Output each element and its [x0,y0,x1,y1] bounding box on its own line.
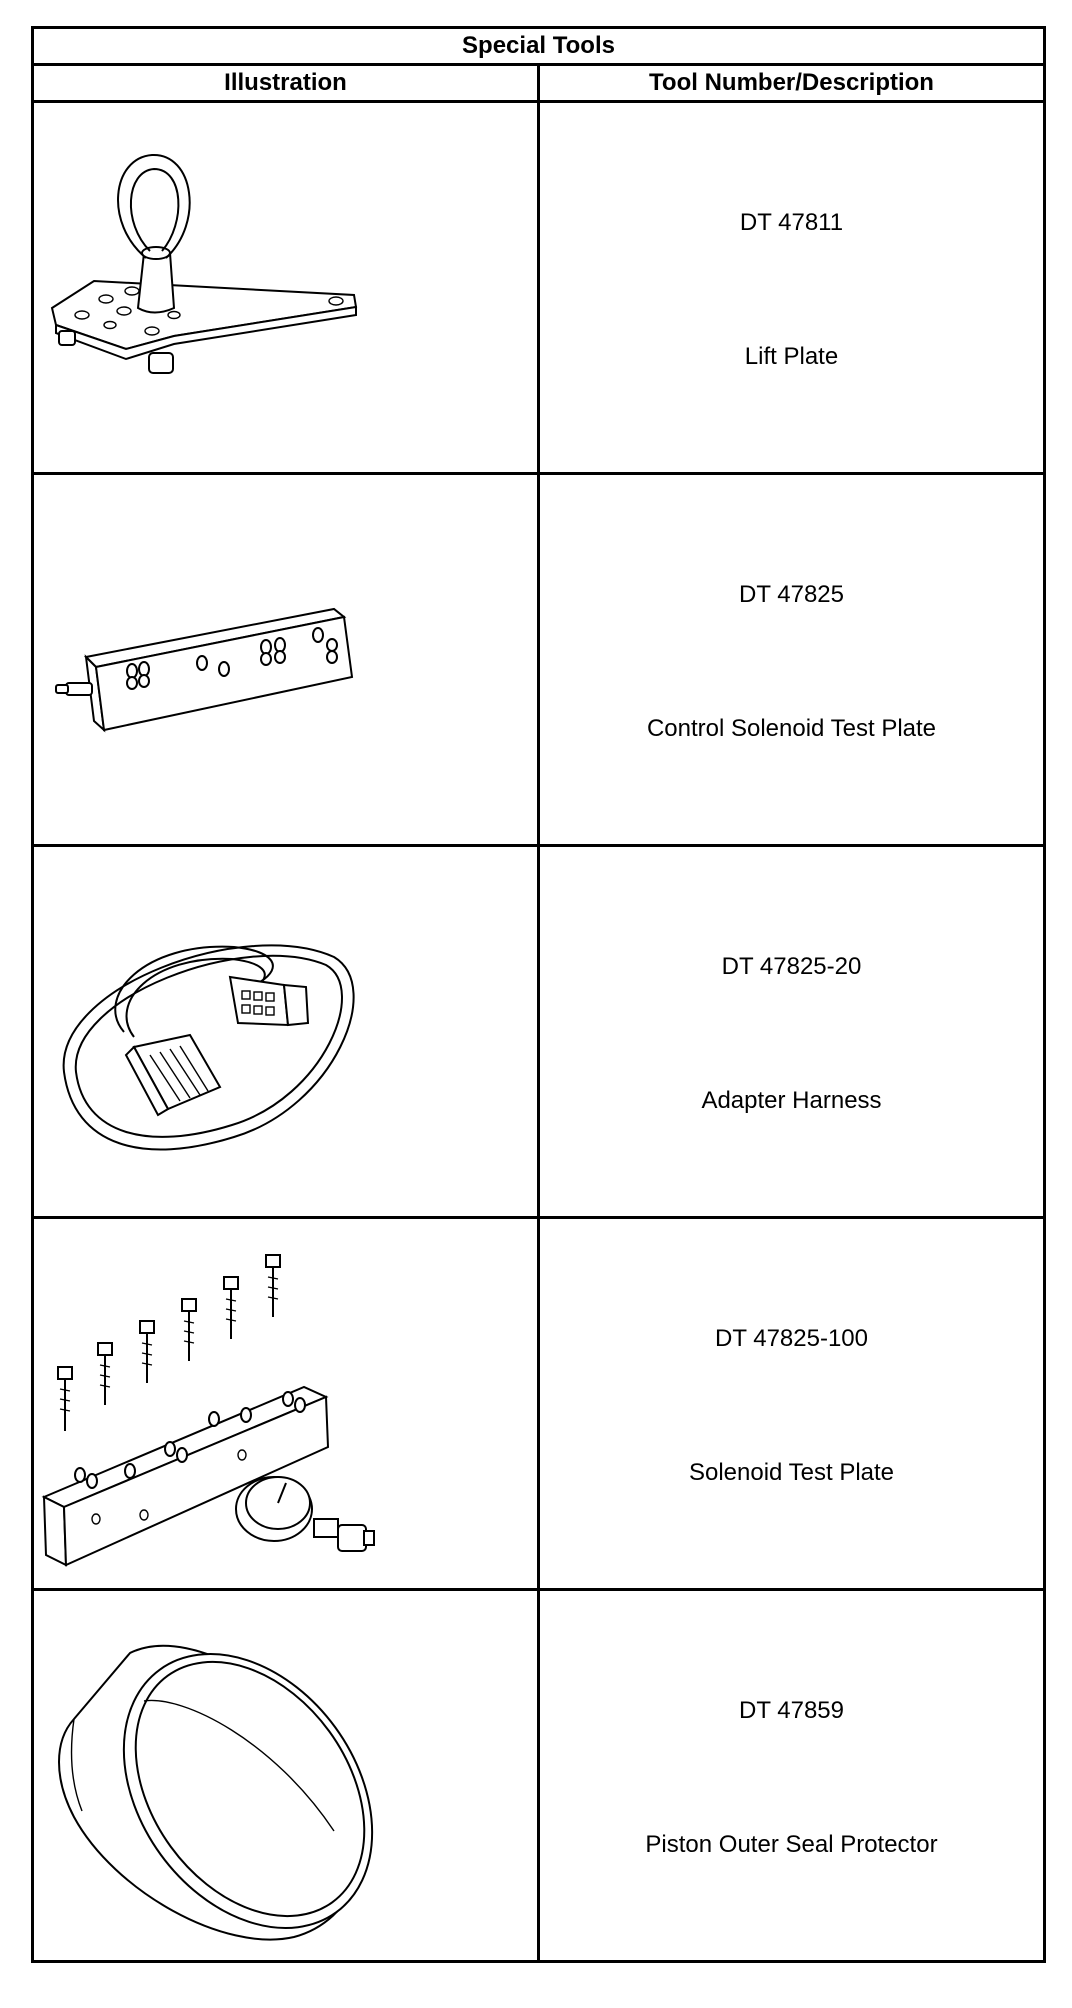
table-row: DT 47825-100 Solenoid Test Plate [31,1216,1046,1591]
tool-description: Lift Plate [744,343,839,370]
table-row: DT 47811 Lift Plate [31,100,1046,475]
description-cell: DT 47811 Lift Plate [537,100,1046,475]
tool-description: Solenoid Test Plate [688,1459,895,1486]
special-tools-table: Special Tools Illustration Tool Number/D… [31,26,1046,1963]
lift-plate-icon [50,153,358,374]
illustration-cell [31,100,540,475]
tool-number: DT 47859 [739,1697,844,1724]
description-cell: DT 47825 Control Solenoid Test Plate [537,472,1046,847]
tool-number: DT 47825-20 [721,953,862,980]
tool-description: Piston Outer Seal Protector [645,1831,938,1858]
illustration-cell [31,472,540,847]
tool-number: DT 47825-100 [715,1325,868,1352]
description-cell: DT 47825-100 Solenoid Test Plate [537,1216,1046,1591]
piston-outer-seal-protector-icon [58,1644,374,1941]
tool-number: DT 47811 [739,209,844,236]
adapter-harness-icon [62,944,355,1151]
header-illustration: Illustration [31,63,540,103]
table-title-row: Special Tools [31,26,1046,66]
illustration-cell [31,844,540,1219]
illustration-cell [31,1588,540,1963]
table-row: DT 47825 Control Solenoid Test Plate [31,472,1046,847]
illustration-cell [31,1216,540,1591]
tool-number: DT 47825 [739,581,844,608]
table-row: DT 47859 Piston Outer Seal Protector [31,1588,1046,1963]
solenoid-test-plate-icon [41,1254,375,1567]
control-solenoid-test-plate-icon [55,607,354,733]
table-row: DT 47825-20 Adapter Harness [31,844,1046,1219]
tool-description: Control Solenoid Test Plate [646,715,937,742]
table-header-row: Illustration Tool Number/Description [31,63,1046,103]
tool-description: Adapter Harness [701,1087,882,1114]
description-cell: DT 47859 Piston Outer Seal Protector [537,1588,1046,1963]
table-title: Special Tools [31,26,1046,66]
header-tool-number-description: Tool Number/Description [537,63,1046,103]
description-cell: DT 47825-20 Adapter Harness [537,844,1046,1219]
